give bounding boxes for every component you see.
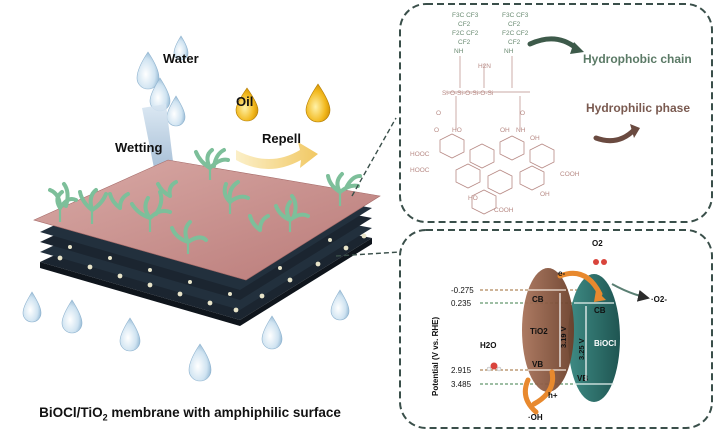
svg-text:OH: OH [530, 135, 540, 142]
hydrophobic-arrowhead [570, 42, 584, 54]
hole-transfer-arrow [522, 377, 539, 415]
y-axis-label: Potential (V vs. RHE) [431, 317, 440, 396]
tick-vb-tio2: 2.915 [451, 366, 472, 375]
hydrophobic-label: Hydrophobic chain [583, 52, 692, 66]
svg-text:F2C CF2: F2C CF2 [502, 30, 529, 37]
caption-subscript: 2 [102, 412, 108, 423]
superoxide-label: ·O2- [651, 295, 667, 304]
svg-text:CF2: CF2 [458, 21, 471, 28]
o2-label: O2 [592, 239, 603, 248]
h2o-label: H2O [480, 341, 496, 350]
repell-label: Repell [262, 131, 301, 146]
membrane-stack [33, 159, 381, 326]
svg-text:NH: NH [454, 48, 464, 55]
svg-text:O: O [520, 110, 525, 117]
svg-text:Si-O-Si-O-Si-O-Si: Si-O-Si-O-Si-O-Si [442, 90, 493, 97]
svg-text:F3C CF3: F3C CF3 [452, 12, 479, 19]
hydroxyl-label: ·OH [528, 413, 543, 422]
water-droplet-icon [136, 35, 189, 127]
o2-molecule-icon [593, 259, 607, 265]
svg-text:NH: NH [516, 127, 526, 134]
svg-text:NH: NH [504, 48, 514, 55]
hole-label: h+ [548, 391, 558, 400]
biocl-label: BiOCl [594, 339, 616, 348]
tio2-band-shape [522, 268, 574, 392]
tio2-gap-label: 3.19 V [559, 326, 568, 348]
svg-text:HOOC: HOOC [410, 151, 430, 158]
biocl-vb-label: VB [577, 374, 588, 383]
svg-text:HO: HO [468, 195, 478, 202]
callout-line-top [351, 117, 397, 197]
svg-text:OH: OH [500, 127, 510, 134]
callout-line-bottom [335, 251, 401, 257]
caption-prefix: BiOCl/TiO [39, 405, 103, 420]
oil-droplet-icon [235, 83, 331, 123]
tio2-label: TiO2 [530, 327, 548, 336]
svg-text:HOOC: HOOC [410, 167, 430, 174]
svg-text:O: O [434, 127, 439, 134]
svg-text:COOH: COOH [494, 207, 514, 214]
electron-arrowhead [594, 290, 606, 302]
wetting-label: Wetting [115, 140, 162, 155]
biocl-band-shape [568, 274, 620, 402]
svg-text:CF2: CF2 [458, 39, 471, 46]
chain-stems [58, 168, 342, 254]
hydrophobic-chains [48, 148, 362, 244]
svg-text:F2C CF2: F2C CF2 [452, 30, 479, 37]
svg-text:H2N: H2N [478, 63, 491, 70]
figure-caption: BiOCl/TiO2 membrane with amphiphilic sur… [20, 405, 360, 423]
svg-text:HO: HO [452, 127, 462, 134]
superoxide-arrow [611, 283, 650, 302]
hydrophobic-arrow [527, 36, 579, 51]
biocl-gap-label: 3.25 V [577, 338, 586, 360]
hydrophilic-arrowhead [630, 124, 640, 138]
left-panel: Water Oil Wetting Repell [22, 35, 401, 382]
electron-label: e- [558, 269, 565, 278]
caption-suffix: membrane with amphiphilic surface [107, 405, 341, 420]
hole-transfer-arrow-2 [531, 369, 556, 407]
permeate-droplet-icon [22, 289, 350, 382]
electron-transfer-arrow [557, 270, 603, 297]
h2o-molecule-icon [486, 362, 502, 372]
svg-text:F3C CF3: F3C CF3 [502, 12, 529, 19]
tick-cb-tio2: -0.275 [451, 286, 474, 295]
svg-text:CF2: CF2 [508, 21, 521, 28]
hydrophilic-arrow [593, 127, 637, 144]
repell-arrow [236, 142, 318, 169]
hydrophilic-label: Hydrophilic phase [586, 101, 690, 115]
tio2-cb-label: CB [532, 295, 544, 304]
svg-text:COOH: COOH [560, 171, 580, 178]
svg-text:OH: OH [540, 191, 550, 198]
svg-text:O: O [436, 110, 441, 117]
tio2-vb-label: VB [532, 360, 543, 369]
band-structure-panel: Potential (V vs. RHE) -0.275 0.235 2.915… [399, 229, 713, 429]
tick-vb-biocl: 3.485 [451, 380, 472, 389]
biocl-cb-label: CB [594, 306, 606, 315]
svg-text:CF2: CF2 [508, 39, 521, 46]
oil-label: Oil [236, 94, 253, 109]
tick-cb-biocl: 0.235 [451, 299, 472, 308]
water-label: Water [163, 51, 199, 66]
